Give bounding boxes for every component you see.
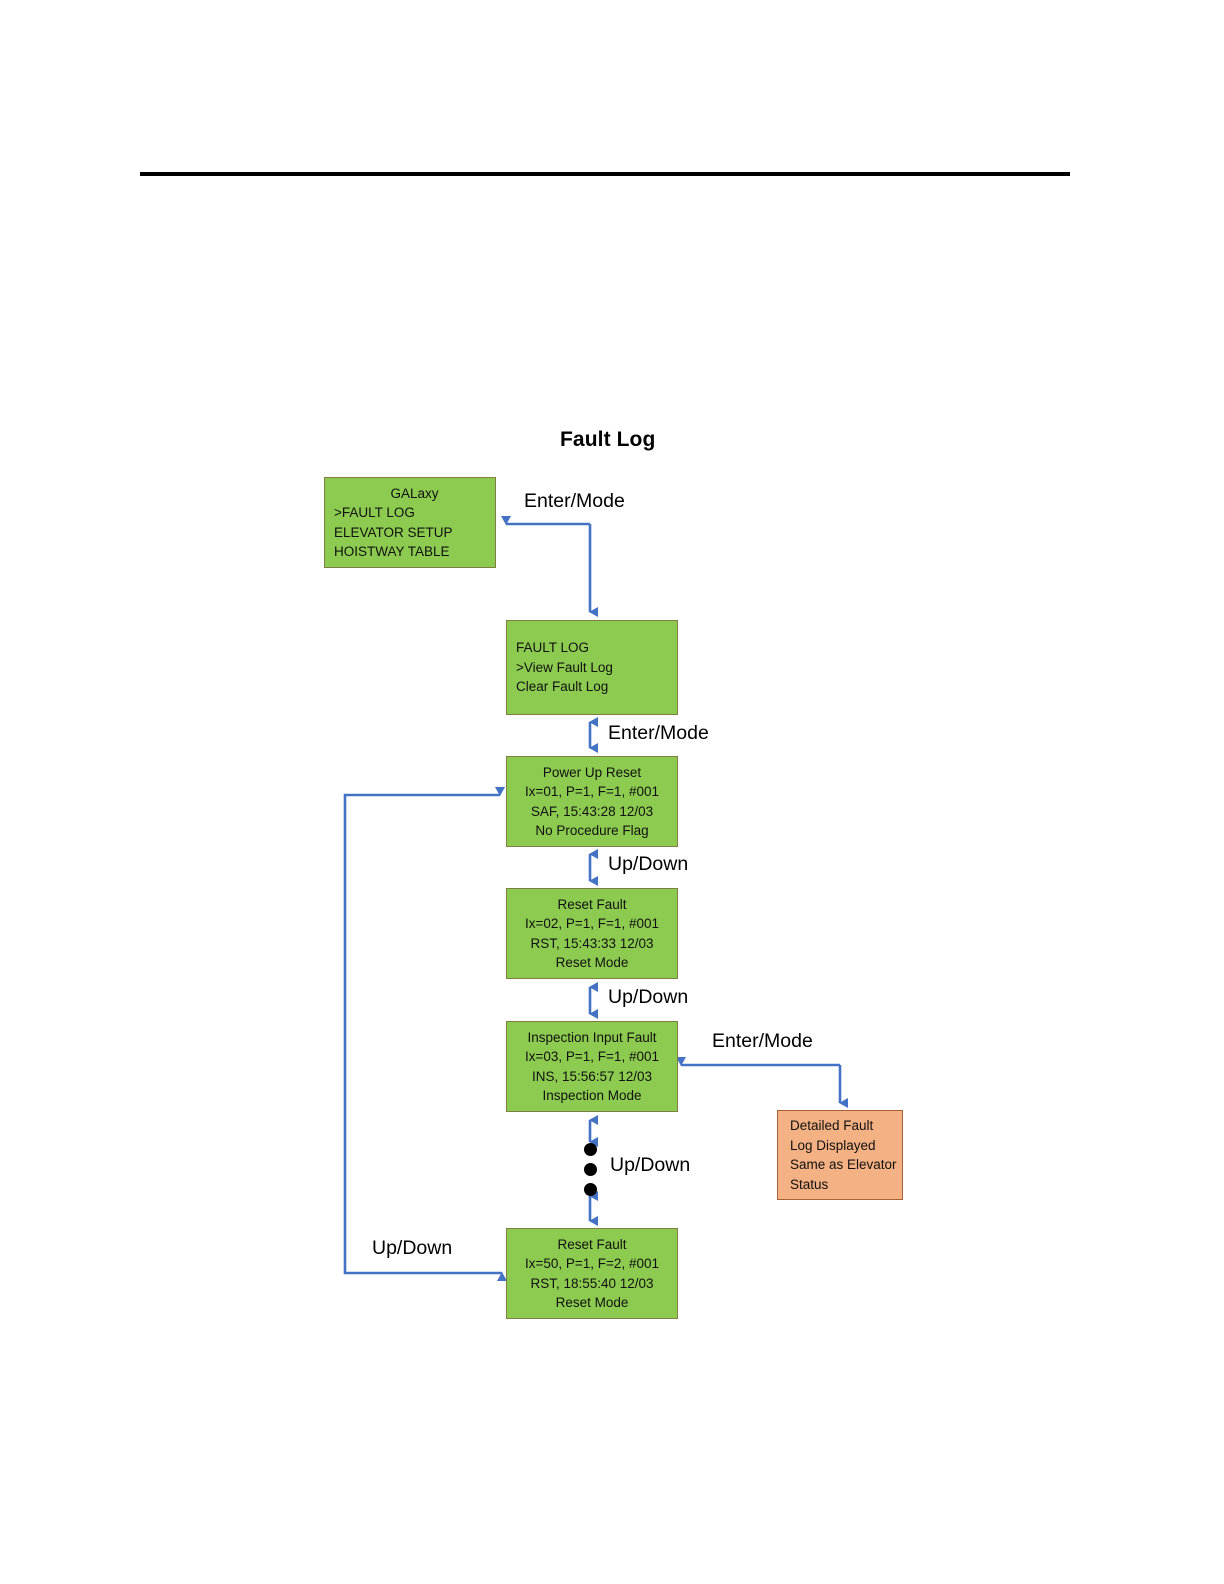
- header-divider-rule: [140, 172, 1070, 176]
- node-reset-fault-50[interactable]: Reset Fault Ix=50, P=1, F=2, #001 RST, 1…: [506, 1228, 678, 1319]
- connector-loop-resetfault50-to-powerup: [343, 787, 507, 1281]
- edge-label-enter-mode-inspection-to-detailed: Enter/Mode: [712, 1030, 813, 1052]
- main-menu-item-elevator-setup[interactable]: ELEVATOR SETUP: [334, 524, 453, 540]
- node-inspection-input-fault[interactable]: Inspection Input Fault Ix=03, P=1, F=1, …: [506, 1021, 678, 1112]
- inspection-input-fault-title: Inspection Input Fault: [527, 1029, 657, 1045]
- fault-log-menu-item-view[interactable]: >View Fault Log: [516, 659, 613, 675]
- node-fault-log-menu[interactable]: FAULT LOG >View Fault Log Clear Fault Lo…: [506, 620, 678, 715]
- power-up-reset-index: Ix=01, P=1, F=1, #001: [525, 784, 659, 799]
- inspection-input-fault-status: Inspection Mode: [542, 1088, 642, 1103]
- inspection-input-fault-index: Ix=03, P=1, F=1, #001: [525, 1049, 659, 1064]
- fault-log-menu-title: FAULT LOG: [516, 640, 590, 656]
- detailed-fault-log-line-1: Detailed Fault: [790, 1118, 874, 1133]
- reset-fault-50-index: Ix=50, P=1, F=2, #001: [525, 1256, 659, 1271]
- main-menu-title: GALaxy: [390, 485, 439, 501]
- fault-log-menu-item-clear[interactable]: Clear Fault Log: [516, 679, 609, 695]
- edge-label-up-down-powerup-to-reset02: Up/Down: [608, 853, 689, 875]
- node-detailed-fault-log: Detailed Fault Log Displayed Same as Ele…: [777, 1110, 903, 1200]
- node-power-up-reset[interactable]: Power Up Reset Ix=01, P=1, F=1, #001 SAF…: [506, 756, 678, 847]
- reset-fault-50-timestamp: RST, 18:55:40 12/03: [530, 1275, 654, 1291]
- diagram-title: Fault Log: [560, 428, 656, 451]
- reset-fault-50-status: Reset Mode: [555, 1295, 629, 1310]
- edge-label-up-down-reset02-to-inspection: Up/Down: [608, 986, 689, 1008]
- vertical-ellipsis-icon: [583, 1143, 597, 1196]
- power-up-reset-title: Power Up Reset: [542, 764, 642, 780]
- reset-fault-02-status: Reset Mode: [555, 955, 629, 970]
- edge-label-up-down-ellipsis: Up/Down: [610, 1154, 691, 1176]
- inspection-input-fault-timestamp: INS, 15:56:57 12/03: [531, 1068, 653, 1084]
- detailed-fault-log-line-3: Same as Elevator: [790, 1157, 897, 1172]
- reset-fault-02-index: Ix=02, P=1, F=1, #001: [525, 916, 659, 931]
- node-main-menu[interactable]: GALaxy >FAULT LOG ELEVATOR SETUP HOISTWA…: [324, 477, 496, 568]
- reset-fault-50-title: Reset Fault: [557, 1236, 627, 1252]
- main-menu-item-fault-log[interactable]: >FAULT LOG: [334, 505, 415, 520]
- node-reset-fault-02[interactable]: Reset Fault Ix=02, P=1, F=1, #001 RST, 1…: [506, 888, 678, 979]
- power-up-reset-status: No Procedure Flag: [535, 823, 649, 838]
- edge-label-enter-mode-faultlog-to-powerup: Enter/Mode: [608, 722, 709, 744]
- detailed-fault-log-line-2: Log Displayed: [790, 1137, 876, 1153]
- reset-fault-02-title: Reset Fault: [557, 896, 627, 912]
- detailed-fault-log-line-4: Status: [790, 1176, 829, 1192]
- reset-fault-02-timestamp: RST, 15:43:33 12/03: [530, 935, 654, 951]
- edge-label-enter-mode-main-to-faultlog: Enter/Mode: [524, 490, 625, 512]
- edge-label-up-down-loop: Up/Down: [372, 1237, 453, 1259]
- main-menu-item-hoistway-table[interactable]: HOISTWAY TABLE: [334, 544, 450, 559]
- power-up-reset-timestamp: SAF, 15:43:28 12/03: [530, 803, 654, 819]
